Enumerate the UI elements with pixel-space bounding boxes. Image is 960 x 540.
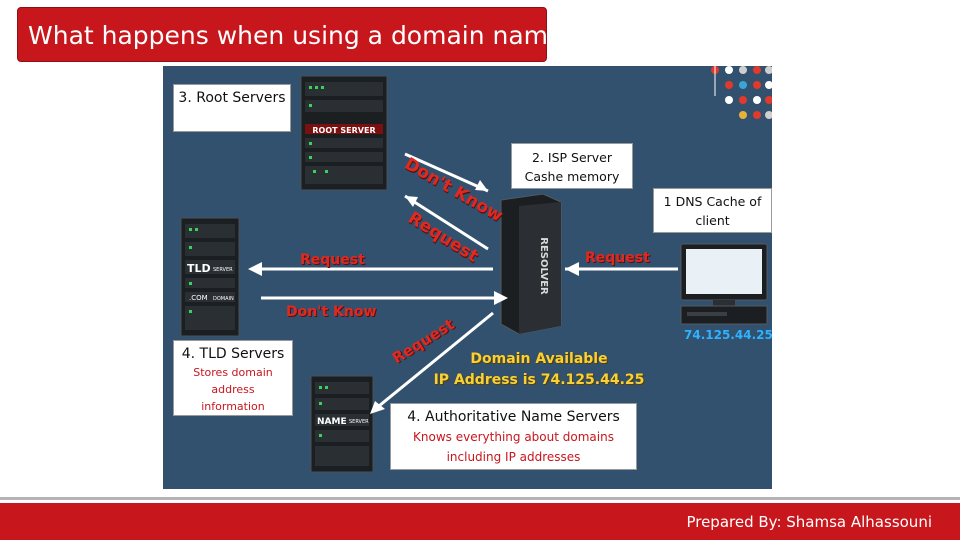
tld-servers-box: 4. TLD Servers Stores domain address inf… xyxy=(173,340,293,416)
resolver-icon: RESOLVER xyxy=(500,193,562,335)
dns-cache-box: 1 DNS Cache of client xyxy=(653,188,772,233)
svg-text:NAME: NAME xyxy=(317,417,347,427)
root-servers-label: 3. Root Servers xyxy=(178,90,286,106)
diagram-graphics: ROOT SERVER TLD SERVER .COM DOMAIN xyxy=(180,66,772,473)
ip-address-label: IP Address is 74.125.44.25 xyxy=(433,372,645,388)
svg-text:DOMAIN: DOMAIN xyxy=(213,296,234,302)
client-ip-label: 74.125.44.25 xyxy=(684,328,772,342)
svg-text:SERVER: SERVER xyxy=(349,419,369,425)
authoritative-servers-title: 4. Authoritative Name Servers xyxy=(407,409,620,425)
footer-bar: Prepared By: Shamsa Alhassouni xyxy=(0,503,960,540)
tld-server-icon: TLD SERVER .COM DOMAIN xyxy=(180,217,240,337)
domain-available-label: Domain Available xyxy=(470,351,608,367)
root-server-icon: ROOT SERVER xyxy=(300,75,388,191)
flow-arrows xyxy=(261,152,678,408)
svg-text:TLD: TLD xyxy=(187,262,211,275)
client-computer-icon xyxy=(680,243,768,325)
tld-servers-description: Stores domain address information xyxy=(193,366,273,413)
dns-diagram: ROOT SERVER TLD SERVER .COM DOMAIN xyxy=(163,66,772,489)
svg-text:.COM: .COM xyxy=(189,294,208,302)
arrowheads xyxy=(248,180,579,414)
decorative-dots xyxy=(711,66,772,119)
request-label-left: Request xyxy=(300,252,365,268)
root-servers-box: 3. Root Servers xyxy=(173,84,291,132)
dns-cache-label: 1 DNS Cache of client xyxy=(663,194,762,228)
tld-servers-title: 4. TLD Servers xyxy=(181,346,285,362)
request-label-right: Request xyxy=(585,250,650,266)
name-server-icon: NAME SERVER xyxy=(310,375,374,473)
footer-author: Prepared By: Shamsa Alhassouni xyxy=(686,513,932,531)
svg-text:SERVER: SERVER xyxy=(213,267,233,273)
isp-server-label: 2. ISP Server Cashe memory xyxy=(524,150,620,184)
svg-text:ROOT SERVER: ROOT SERVER xyxy=(312,126,375,135)
authoritative-servers-description: Knows everything about domains including… xyxy=(413,430,614,464)
authoritative-servers-box: 4. Authoritative Name Servers Knows ever… xyxy=(390,403,637,470)
isp-server-box: 2. ISP Server Cashe memory xyxy=(511,143,633,189)
footer-divider xyxy=(0,497,960,500)
slide-title: What happens when using a domain name xyxy=(28,21,564,50)
dont-know-label-2: Don't Know xyxy=(286,304,377,320)
title-bar: What happens when using a domain name xyxy=(17,7,563,62)
svg-text:RESOLVER: RESOLVER xyxy=(538,237,549,295)
